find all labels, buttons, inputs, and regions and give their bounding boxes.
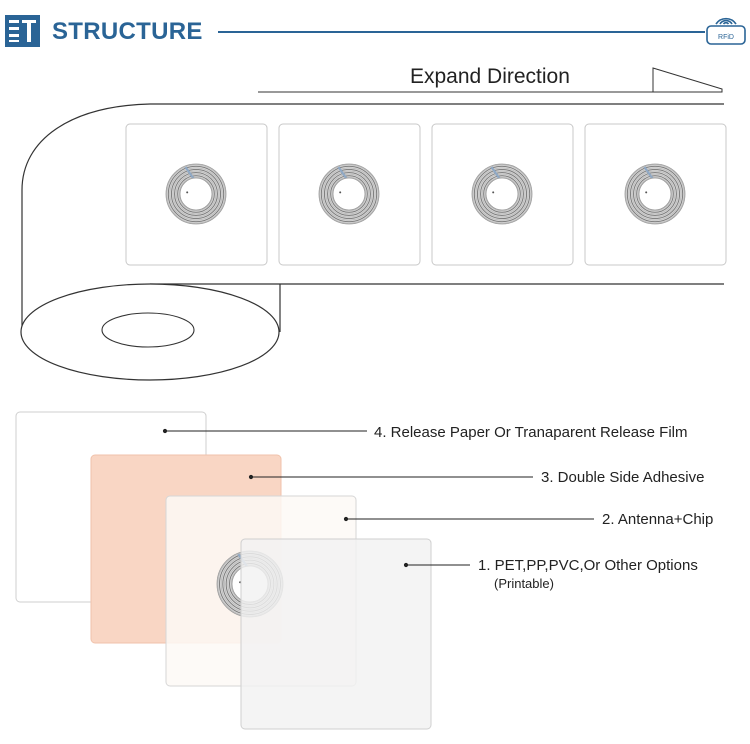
layer-1-label: 1. PET,PP,PVC,Or Other Options bbox=[478, 557, 698, 574]
page-title: STRUCTURE bbox=[52, 18, 203, 45]
roll-tags bbox=[125, 123, 727, 266]
roll-tag bbox=[125, 123, 268, 266]
expand-direction-label: Expand Direction bbox=[410, 65, 570, 88]
roll-tag bbox=[278, 123, 421, 266]
roll-tag bbox=[584, 123, 727, 266]
rfid-badge-icon: RFiD bbox=[706, 17, 746, 45]
roll-outline bbox=[21, 103, 151, 332]
brand-logo-icon bbox=[5, 15, 40, 47]
header-divider bbox=[218, 31, 705, 33]
layer-stack-diagram bbox=[15, 411, 594, 730]
rfid-badge-text: RFiD bbox=[718, 34, 734, 41]
roll-core bbox=[101, 312, 195, 348]
label-roll-diagram bbox=[20, 67, 727, 381]
layer-2-label: 2. Antenna+Chip bbox=[602, 511, 714, 528]
layer-1-face-stock bbox=[240, 538, 432, 730]
layer-1-sublabel: (Printable) bbox=[494, 576, 554, 591]
layer-4-label: 4. Release Paper Or Tranaparent Release … bbox=[374, 424, 688, 441]
header: STRUCTURE RFiD bbox=[0, 0, 750, 60]
roll-tag bbox=[431, 123, 574, 266]
leader-lines bbox=[162, 428, 594, 568]
layer-3-label: 3. Double Side Adhesive bbox=[541, 469, 705, 486]
expand-arrow-head bbox=[652, 67, 723, 93]
